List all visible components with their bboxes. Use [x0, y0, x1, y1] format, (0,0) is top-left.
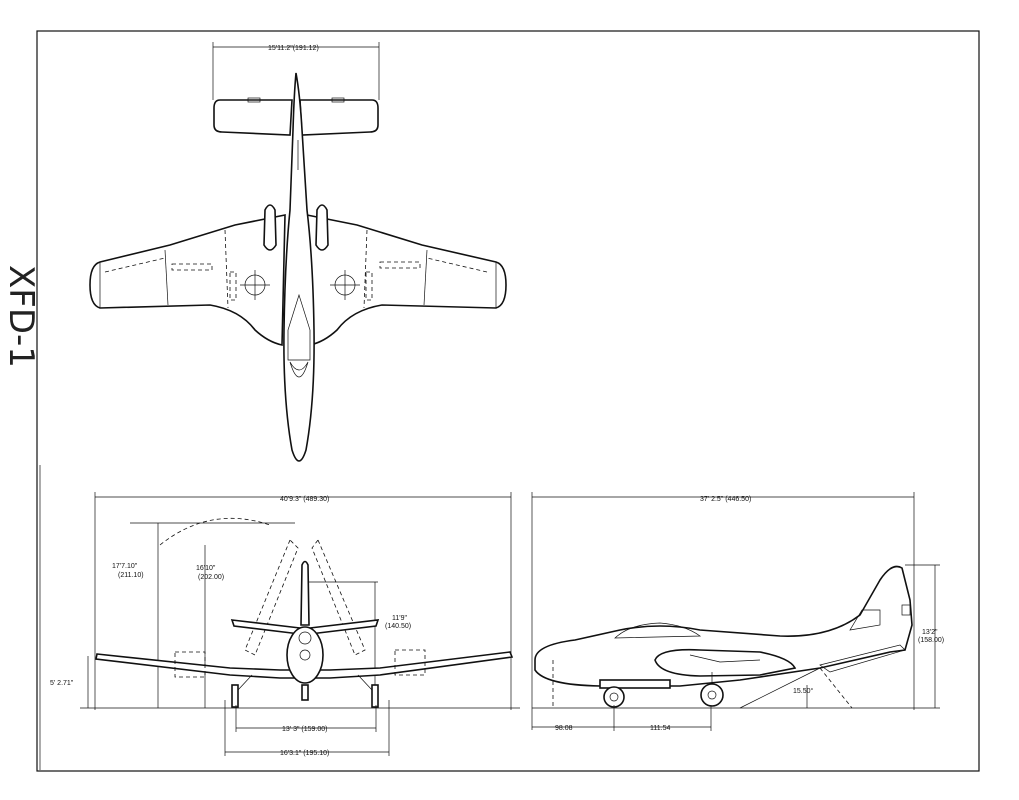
side-main-wheel — [700, 683, 724, 707]
dim-front-span: 40'9.3" (489.30) — [280, 496, 329, 503]
top-nacelle-left — [263, 204, 277, 251]
top-right-rotor — [330, 270, 373, 301]
side-canopy — [614, 622, 702, 639]
dim-main-gear: 111.54 — [650, 725, 670, 732]
svg-text:11'9": 11'9" — [392, 615, 407, 622]
svg-text:13'2": 13'2" — [922, 629, 938, 636]
top-left-rotor — [229, 270, 270, 301]
front-view: 40'9.3" (489.30) 17'7.10" (211.10) 16'10… — [50, 492, 520, 757]
svg-text:(140.50): (140.50) — [385, 623, 411, 630]
dim-nose-gear: 98.08 — [555, 725, 573, 732]
top-view: 15'11.2"(191.12) — [89, 42, 507, 462]
dim-side-length: 37' 2.5" (446.50) — [700, 496, 751, 503]
front-fuselage — [286, 626, 324, 684]
sheet-border — [36, 30, 980, 772]
dim-angle: 15.50° — [793, 687, 814, 695]
svg-text:(158.00): (158.00) — [918, 637, 944, 644]
side-nose-wheel — [603, 686, 625, 708]
dim-tail-span: 15'11.2"(191.12) — [268, 45, 319, 52]
svg-text:(202.00): (202.00) — [198, 574, 224, 581]
side-nacelle — [654, 648, 797, 677]
handwritten-label: XFD-1 — [1, 265, 41, 368]
side-view: 37' 2.5" (446.50) 15.50° 13'2" (158.00) — [531, 492, 944, 732]
dim-tread-outer: 16'3.1" (195.10) — [280, 750, 329, 757]
svg-text:(211.10): (211.10) — [118, 572, 144, 579]
svg-text:5' 2.71": 5' 2.71" — [50, 680, 74, 687]
top-nacelle-right — [315, 204, 329, 251]
top-wing-right — [306, 214, 507, 346]
svg-text:16'10": 16'10" — [196, 565, 216, 572]
top-horizontal-tail-left — [213, 99, 293, 136]
top-wing-left — [89, 214, 286, 346]
top-canopy — [287, 293, 311, 361]
svg-text:17'7.10": 17'7.10" — [112, 563, 138, 570]
dim-tread-inner: 13' 3" (159.00) — [282, 726, 327, 733]
top-horizontal-tail-right — [299, 99, 379, 136]
front-vertical-tail — [300, 560, 310, 626]
